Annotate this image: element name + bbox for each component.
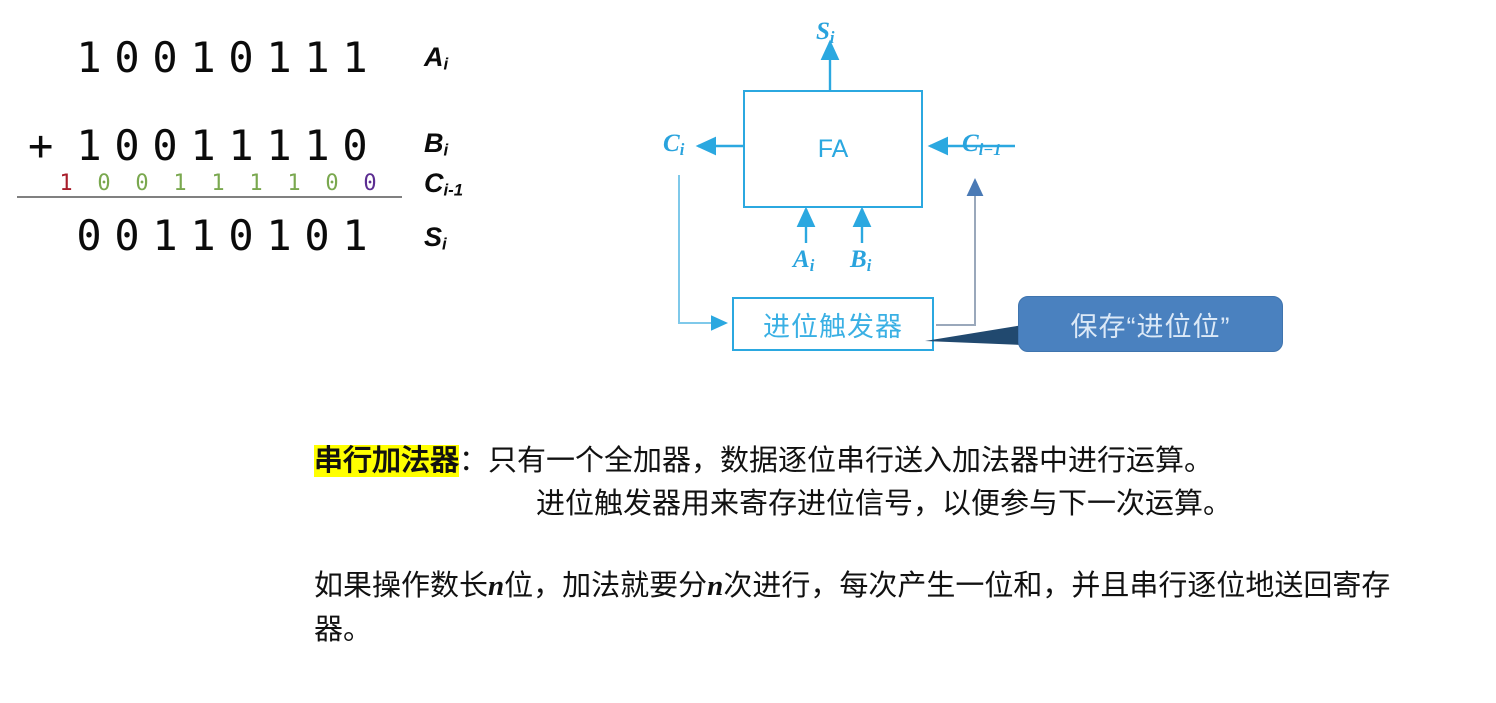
operand-b-digit: 1 bbox=[190, 121, 216, 170]
carry-flipflop-label: 进位触发器 bbox=[763, 311, 903, 342]
sum-digit: 0 bbox=[76, 211, 102, 260]
label-operand-a-text: A bbox=[424, 42, 444, 72]
label-sum-sub: i bbox=[442, 234, 447, 254]
operand-b-digit: 0 bbox=[114, 121, 140, 170]
sum-digit: 1 bbox=[342, 211, 368, 260]
signal-label-carry-in-sub: i−1 bbox=[978, 140, 1002, 160]
diagram-wires bbox=[678, 39, 1015, 331]
operand-b-digit: 1 bbox=[266, 121, 292, 170]
paragraph-serial-adder: 串行加法器：只有一个全加器，数据逐位串行送入加法器中进行运算。 进位触发器用来寄… bbox=[314, 440, 1444, 526]
operand-a-digit: 1 bbox=[342, 33, 368, 82]
operand-a-digit: 1 bbox=[190, 33, 216, 82]
carry-digit: 1 bbox=[173, 171, 187, 196]
signal-label-carry-out: Ci bbox=[663, 130, 684, 160]
wire-ff-to-carry-in bbox=[936, 178, 984, 326]
para2-part3: 次进行，每次产生一位和，并且串行逐位地送回寄存器。 bbox=[314, 570, 1391, 646]
label-carry-text: C bbox=[424, 168, 444, 198]
full-adder-label: FA bbox=[817, 134, 849, 163]
para1-colon: ： bbox=[459, 445, 489, 477]
para2-var-n-1: n bbox=[488, 570, 505, 602]
operand-b-digit: 0 bbox=[342, 121, 368, 170]
wire-feedback-to-ff bbox=[678, 175, 728, 331]
carry-digit: 1 bbox=[249, 171, 263, 196]
operand-a-digit: 1 bbox=[266, 33, 292, 82]
operand-a-digit: 1 bbox=[76, 33, 102, 82]
operand-b-digit: 1 bbox=[76, 121, 102, 170]
operand-a-digit: 1 bbox=[304, 33, 330, 82]
term-serial-adder: 串行加法器 bbox=[314, 445, 460, 477]
paragraph-n-bit-operation: 如果操作数长n位，加法就要分n次进行，每次产生一位和，并且串行逐位地送回寄存器。 bbox=[314, 564, 1434, 652]
para2-part2: 位，加法就要分 bbox=[504, 570, 708, 602]
signal-label-a-sub: i bbox=[809, 256, 815, 276]
label-sum: Si bbox=[424, 222, 447, 255]
signal-label-b-text: B bbox=[850, 246, 867, 273]
callout-tail-icon bbox=[925, 325, 1023, 345]
label-carry: Ci-1 bbox=[424, 168, 463, 201]
sum-digit: 1 bbox=[190, 211, 216, 260]
carry-digit: 1 bbox=[211, 171, 225, 196]
operand-b-digit: 0 bbox=[152, 121, 178, 170]
para1-line2: 进位触发器用来寄存进位信号，以便参与下一次运算。 bbox=[536, 488, 1233, 520]
label-carry-sub: i-1 bbox=[443, 180, 464, 200]
label-operand-a-sub: i bbox=[443, 54, 449, 74]
label-operand-b: Bi bbox=[424, 128, 448, 161]
callout-body[interactable]: 保存“进位位” bbox=[1018, 296, 1283, 352]
signal-label-sum-text: S bbox=[816, 18, 830, 45]
callout-text: 保存“进位位” bbox=[1070, 311, 1231, 342]
addition-rule-line bbox=[17, 196, 402, 198]
signal-label-sum-sub: i bbox=[829, 28, 835, 48]
operand-b-digit: 1 bbox=[304, 121, 330, 170]
operand-a-digit: 0 bbox=[228, 33, 254, 82]
carry-digit: 0 bbox=[363, 171, 377, 196]
label-operand-b-text: B bbox=[424, 128, 444, 158]
para2-var-n-2: n bbox=[707, 570, 724, 602]
para1-rest: 只有一个全加器，数据逐位串行送入加法器中进行运算。 bbox=[488, 445, 1214, 477]
operand-a-digit: 0 bbox=[114, 33, 140, 82]
full-adder-box[interactable]: FA bbox=[743, 90, 923, 208]
sum-digit: 1 bbox=[266, 211, 292, 260]
signal-label-carry-in: Ci−1 bbox=[962, 130, 1002, 160]
signal-label-carry-in-text: C bbox=[962, 130, 979, 157]
sum-digit: 0 bbox=[304, 211, 330, 260]
para2-part1: 如果操作数长 bbox=[314, 570, 489, 602]
sum-digit: 1 bbox=[152, 211, 178, 260]
signal-label-b: Bi bbox=[850, 246, 871, 276]
operand-b-digit: 1 bbox=[228, 121, 254, 170]
sum-digit: 0 bbox=[114, 211, 140, 260]
serial-adder-diagram: FA 进位触发器 Si Ci Ci−1 Ai Bi bbox=[640, 0, 1320, 380]
carry-digit: 0 bbox=[135, 171, 149, 196]
carry-digit: 1 bbox=[287, 171, 301, 196]
label-operand-b-sub: i bbox=[443, 140, 449, 160]
signal-label-carry-out-text: C bbox=[663, 130, 680, 157]
signal-label-sum: Si bbox=[816, 18, 835, 48]
plus-sign: + bbox=[28, 121, 54, 170]
operand-a-digit: 0 bbox=[152, 33, 178, 82]
carry-digit: 0 bbox=[325, 171, 339, 196]
label-sum-text: S bbox=[424, 222, 443, 252]
sum-digit: 0 bbox=[228, 211, 254, 260]
signal-label-a: Ai bbox=[793, 246, 814, 276]
label-operand-a: Ai bbox=[424, 42, 448, 75]
signal-label-carry-out-sub: i bbox=[679, 140, 685, 160]
carry-digit: 0 bbox=[97, 171, 111, 196]
signal-label-b-sub: i bbox=[866, 256, 872, 276]
callout-save-carry[interactable]: 保存“进位位” bbox=[925, 296, 1283, 352]
carry-digit: 1 bbox=[59, 171, 73, 196]
signal-label-a-text: A bbox=[793, 246, 810, 273]
carry-flipflop-box[interactable]: 进位触发器 bbox=[732, 297, 934, 351]
